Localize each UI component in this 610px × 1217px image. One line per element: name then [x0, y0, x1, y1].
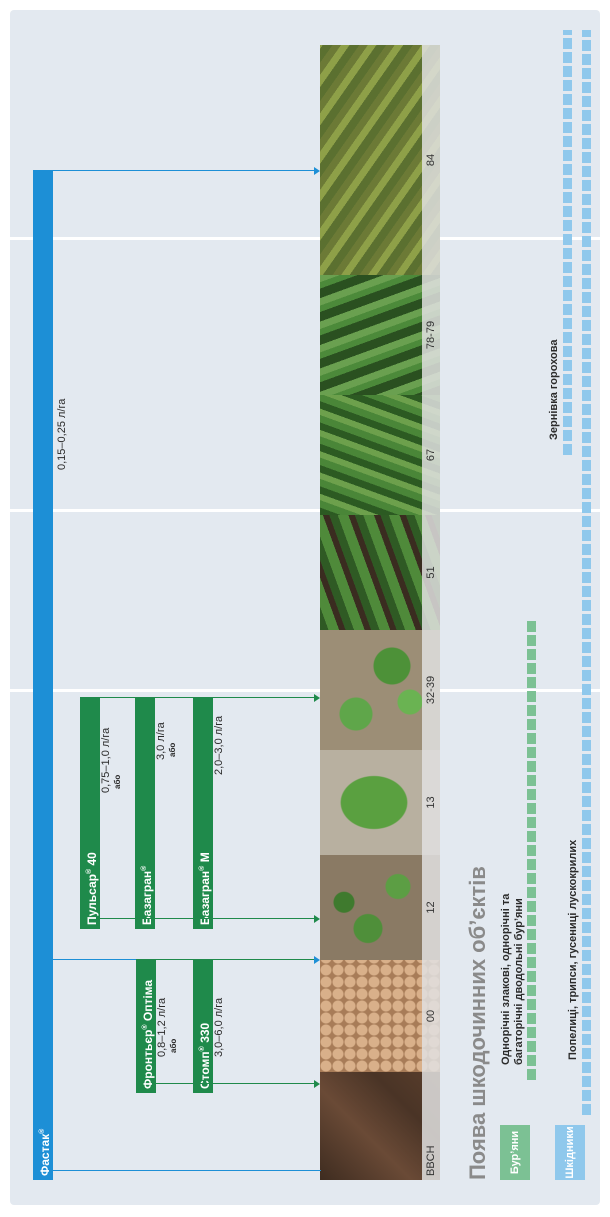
- product-name: Фронтьєр: [141, 1029, 155, 1089]
- bazagran-m-rate: 2,0–3,0 л/га: [213, 715, 225, 775]
- product-name-suffix: 330: [198, 1022, 212, 1047]
- bazagran-m-box: Базагран® М: [193, 697, 213, 929]
- fastak-box: Фастак®: [33, 170, 53, 1180]
- diagram-panel: BBCH 00 12 13 32-39 51 67 78-79 84 Фаста…: [10, 10, 600, 1205]
- pests-period-bar: [582, 30, 591, 1115]
- stage-label: 12: [422, 855, 440, 960]
- arrow-icon: [314, 1080, 320, 1088]
- or-label: або: [113, 774, 122, 789]
- product-name: Фастак: [38, 1133, 52, 1176]
- stage-photo-32-39: 32-39: [320, 630, 440, 750]
- arrow-icon: [314, 167, 320, 175]
- stage-photo-67: 67: [320, 395, 440, 515]
- category-pests: Шкідники: [555, 1125, 585, 1180]
- product-name-suffix: 40: [85, 852, 99, 869]
- connector: [320, 1170, 321, 1171]
- divider: [10, 689, 600, 692]
- stage-label: 32-39: [422, 630, 440, 750]
- pea-weevil-text: Зернівка горохова: [548, 339, 560, 441]
- fastak-rate: 0,15–0,25 л/га: [56, 398, 68, 470]
- arrow-icon: [314, 694, 320, 702]
- stage-label: 13: [422, 750, 440, 855]
- pulsar-box: Пульсар® 40: [80, 697, 100, 929]
- arrow-icon: [314, 956, 320, 964]
- arrow-icon: [314, 915, 320, 923]
- weeds-text-line1: Однорічні злакові, однорічні та: [500, 893, 512, 1065]
- stomp-box: Стомп® 330: [193, 959, 213, 1093]
- registered-mark: ®: [142, 1024, 149, 1030]
- stomp-rate: 3,0–6,0 л/га: [213, 997, 225, 1057]
- bazagran-box: Базагран®: [135, 697, 155, 929]
- product-name: Пульсар: [85, 874, 99, 925]
- registered-mark: ®: [86, 868, 93, 875]
- or-label: або: [169, 1038, 178, 1053]
- divider: [10, 509, 600, 512]
- frontier-rate: 0,8–1,2 л/га: [156, 997, 168, 1057]
- stage-photo-00: 00: [320, 960, 440, 1072]
- pests-text: Попелиці, трипси, гусениці лускокрилих: [567, 839, 579, 1060]
- weeds-text-line2: багаторічні дводольні бур’яни: [513, 898, 525, 1065]
- category-weeds: Бур’яни: [500, 1125, 530, 1180]
- stage-photo-78-79: 78-79: [320, 275, 440, 395]
- frontier-box: Фронтьєр® Оптіма: [136, 959, 156, 1093]
- stage-label: 00: [422, 960, 440, 1072]
- stage-photo-13: 13: [320, 750, 440, 855]
- stage-label: 67: [422, 395, 440, 515]
- herbicide-end-connector: [100, 697, 314, 698]
- herbicide-start-connector: [100, 918, 318, 919]
- page-title: Поява шкодочинних об’єктів: [465, 866, 490, 1180]
- weeds-period-bar: [527, 620, 536, 1080]
- stage-label: BBCH: [422, 1072, 440, 1180]
- rotated-canvas: BBCH 00 12 13 32-39 51 67 78-79 84 Фаста…: [10, 10, 600, 1205]
- stage-photo-12: 12: [320, 855, 440, 960]
- pea-weevil-bar: [563, 30, 572, 455]
- frontier-end-connector: [156, 959, 314, 960]
- registered-mark: ®: [141, 865, 148, 871]
- pulsar-rate: 0,75–1,0 л/га: [100, 727, 112, 793]
- registered-mark: ®: [199, 865, 206, 871]
- stage-label: 84: [422, 45, 440, 275]
- product-name-suffix: М: [198, 852, 212, 866]
- stage-photo-51: 51: [320, 515, 440, 630]
- fastak-start-connector: [53, 1170, 320, 1171]
- registered-mark: ®: [199, 1046, 206, 1052]
- frontier-connector: [156, 1083, 318, 1084]
- registered-mark: ®: [39, 1128, 46, 1134]
- stage-photo-84: 84: [320, 45, 440, 275]
- fastak-end-connector: [53, 170, 314, 171]
- product-name: Базагран: [198, 870, 212, 925]
- product-name-suffix: Оптіма: [141, 979, 155, 1025]
- connector: [53, 1170, 54, 1171]
- divider: [10, 237, 600, 240]
- product-name: Базагран: [140, 870, 154, 925]
- stage-label: 51: [422, 515, 440, 630]
- or-label: або: [168, 742, 177, 757]
- stage-label: 78-79: [422, 275, 440, 395]
- stage-photo-bbch: BBCH: [320, 1072, 440, 1180]
- bazagran-rate: 3,0 л/га: [155, 722, 167, 760]
